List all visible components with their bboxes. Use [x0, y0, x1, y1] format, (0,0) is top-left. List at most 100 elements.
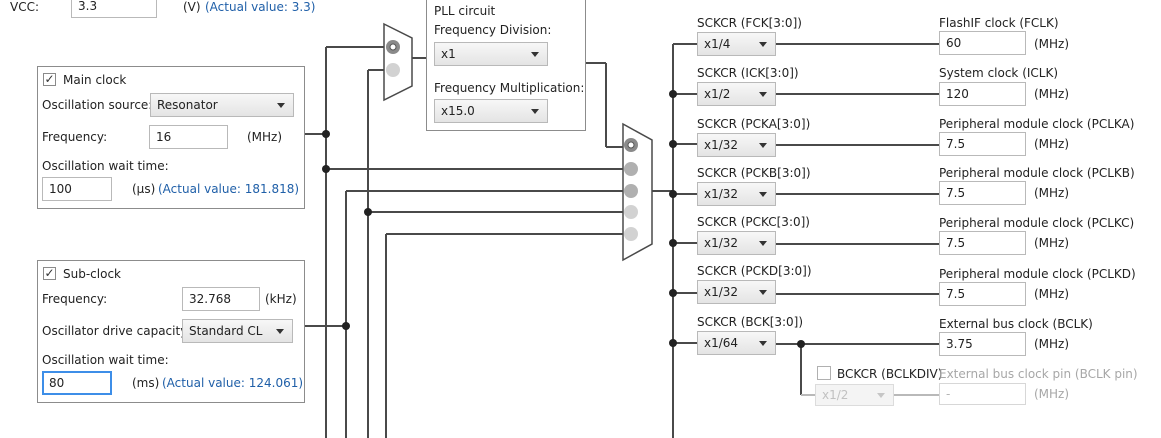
- ick-divider-value: x1/2: [704, 87, 731, 101]
- pll-division-label: Frequency Division:: [434, 23, 552, 37]
- chevron-down-icon: [759, 290, 767, 295]
- sub-wait-time-input[interactable]: 80: [42, 371, 112, 395]
- pll-title: PLL circuit: [434, 4, 496, 18]
- drive-capacity-value: Standard CL: [189, 324, 263, 338]
- check-mark-icon: ✓: [44, 72, 55, 86]
- chevron-down-icon: [759, 341, 767, 346]
- bclk-pin-label: External bus clock pin (BCLK pin): [939, 367, 1138, 381]
- sub-wait-time-label: Oscillation wait time:: [42, 353, 169, 367]
- bclk-unit: (MHz): [1034, 337, 1070, 351]
- pclkd-unit: (MHz): [1034, 287, 1070, 301]
- chevron-down-icon: [759, 92, 767, 97]
- sub-frequency-unit: (kHz): [265, 292, 297, 306]
- pclkc-value[interactable]: 7.5: [939, 231, 1026, 255]
- pclkb-label: Peripheral module clock (PCLKB): [939, 166, 1135, 180]
- bck-divider-label: SCKCR (BCK[3:0]): [697, 315, 804, 329]
- fck-divider-select[interactable]: x1/4: [697, 32, 776, 56]
- sub-wait-time-unit: (ms): [132, 376, 160, 390]
- pclkc-unit: (MHz): [1034, 236, 1070, 250]
- chevron-down-icon: [531, 52, 539, 57]
- pll-multiplication-select[interactable]: x15.0: [434, 99, 548, 123]
- fclk-value[interactable]: 60: [939, 31, 1026, 55]
- main-frequency-unit: (MHz): [247, 130, 283, 144]
- bclk-pin-value: -: [939, 383, 1026, 405]
- pckb-divider-label: SCKCR (PCKB[3:0]): [697, 166, 811, 180]
- oscillation-source-label: Oscillation source:: [42, 98, 153, 112]
- chevron-down-icon: [531, 109, 539, 114]
- main-frequency-input[interactable]: 16: [149, 125, 228, 149]
- main-clock-title: Main clock: [63, 73, 127, 87]
- pckc-divider-label: SCKCR (PCKC[3:0]): [697, 215, 810, 229]
- sub-clock-title: Sub-clock: [63, 267, 121, 281]
- fck-divider-value: x1/4: [704, 37, 731, 51]
- vcc-input[interactable]: 3.3: [71, 0, 157, 18]
- chevron-down-icon: [759, 42, 767, 47]
- pclkd-label: Peripheral module clock (PCLKD): [939, 267, 1136, 281]
- bclkdiv-value: x1/2: [822, 388, 849, 402]
- sub-wait-time-actual: (Actual value: 124.061): [162, 376, 304, 390]
- pckb-divider-select[interactable]: x1/32: [697, 182, 776, 206]
- main-frequency-label: Frequency:: [42, 130, 108, 144]
- bclkdiv-select[interactable]: x1/2: [815, 384, 894, 406]
- fclk-label: FlashIF clock (FCLK): [939, 16, 1059, 30]
- drive-capacity-label: Oscillator drive capacity:: [42, 324, 191, 338]
- pclkd-value[interactable]: 7.5: [939, 282, 1026, 306]
- sub-clock-panel: ✓ Sub-clock Frequency: 32.768 (kHz) Osci…: [37, 260, 305, 403]
- drive-capacity-select[interactable]: Standard CL: [182, 319, 293, 343]
- pckd-divider-select[interactable]: x1/32: [697, 280, 776, 304]
- sub-frequency-input[interactable]: 32.768: [182, 287, 260, 311]
- main-wait-time-actual: (Actual value: 181.818): [158, 182, 300, 196]
- fclk-unit: (MHz): [1034, 37, 1070, 51]
- main-clock-checkbox[interactable]: ✓: [43, 73, 56, 86]
- pll-multiplication-value: x15.0: [441, 104, 475, 118]
- vcc-label: VCC:: [10, 0, 40, 14]
- chevron-down-icon: [877, 393, 885, 398]
- chevron-down-icon: [276, 329, 284, 334]
- pclka-unit: (MHz): [1034, 137, 1070, 151]
- chevron-down-icon: [759, 241, 767, 246]
- vcc-actual-value: (Actual value: 3.3): [205, 0, 316, 14]
- pcka-divider-select[interactable]: x1/32: [697, 133, 776, 157]
- pcka-divider-label: SCKCR (PCKA[3:0]): [697, 117, 811, 131]
- pll-division-select[interactable]: x1: [434, 42, 548, 66]
- check-mark-icon: ✓: [44, 266, 55, 280]
- vcc-unit: (V): [183, 0, 201, 14]
- pckc-divider-select[interactable]: x1/32: [697, 231, 776, 255]
- main-wait-time-label: Oscillation wait time:: [42, 159, 169, 173]
- main-wait-time-unit: (μs): [132, 182, 156, 196]
- main-wait-time-input[interactable]: 100: [42, 177, 112, 201]
- bclk-value[interactable]: 3.75: [939, 332, 1026, 356]
- bck-divider-select[interactable]: x1/64: [697, 331, 776, 355]
- pclkb-unit: (MHz): [1034, 186, 1070, 200]
- pcka-divider-value: x1/32: [704, 138, 739, 152]
- chevron-down-icon: [759, 192, 767, 197]
- pckd-divider-label: SCKCR (PCKD[3:0]): [697, 264, 812, 278]
- sub-frequency-label: Frequency:: [42, 292, 108, 306]
- main-clock-panel: ✓ Main clock Oscillation source: Resonat…: [37, 66, 305, 209]
- bclkdiv-label: BCKCR (BCLKDIV): [837, 367, 943, 381]
- chevron-down-icon: [277, 103, 285, 108]
- pckd-divider-value: x1/32: [704, 285, 739, 299]
- bclk-label: External bus clock (BCLK): [939, 317, 1093, 331]
- bclkdiv-checkbox[interactable]: [817, 366, 831, 380]
- pll-circuit-panel: PLL circuit Frequency Division: x1 Frequ…: [426, 0, 586, 131]
- chevron-down-icon: [759, 143, 767, 148]
- pclkb-value[interactable]: 7.5: [939, 181, 1026, 205]
- bclk-pin-unit: (MHz): [1034, 387, 1070, 401]
- pclkc-label: Peripheral module clock (PCLKC): [939, 216, 1135, 230]
- pckb-divider-value: x1/32: [704, 187, 739, 201]
- oscillation-source-select[interactable]: Resonator: [150, 93, 294, 117]
- ick-divider-select[interactable]: x1/2: [697, 82, 776, 106]
- iclk-unit: (MHz): [1034, 87, 1070, 101]
- pll-division-value: x1: [441, 47, 456, 61]
- iclk-label: System clock (ICLK): [939, 66, 1059, 80]
- pll-multiplication-label: Frequency Multiplication:: [434, 81, 585, 95]
- fck-divider-label: SCKCR (FCK[3:0]): [697, 16, 802, 30]
- iclk-value[interactable]: 120: [939, 82, 1026, 106]
- oscillation-source-value: Resonator: [157, 98, 218, 112]
- bck-divider-value: x1/64: [704, 336, 739, 350]
- ick-divider-label: SCKCR (ICK[3:0]): [697, 66, 799, 80]
- sub-clock-checkbox[interactable]: ✓: [43, 267, 56, 280]
- pclka-value[interactable]: 7.5: [939, 132, 1026, 156]
